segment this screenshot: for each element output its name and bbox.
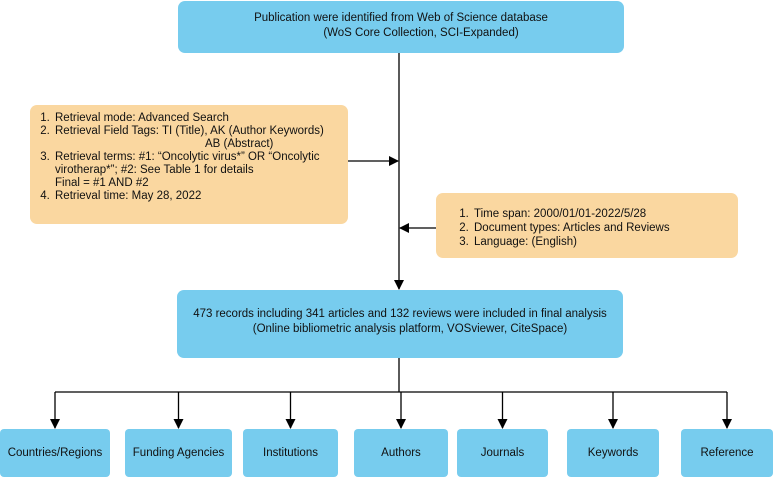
- search-strategy-item: Retrieval time: May 28, 2022: [53, 190, 348, 203]
- output-funding-agencies: Funding Agencies: [125, 429, 232, 477]
- filter-item: Document types: Articles and Reviews: [472, 221, 738, 235]
- search-strategy-continuation: Final = #1 AND #2: [55, 177, 149, 189]
- analysis-line-2: (Online bibliometric analysis platform, …: [252, 323, 568, 335]
- search-strategy-item-text: Retrieval mode: Advanced Search: [55, 112, 229, 124]
- filters-list: Time span: 2000/01/01-2022/5/28Document …: [454, 207, 738, 249]
- search-strategy-item-text: Retrieval Field Tags: TI (Title), AK (Au…: [55, 125, 324, 137]
- output-keywords: Keywords: [567, 429, 659, 477]
- output-journals: Journals: [457, 429, 548, 477]
- source-line-1: Publication were identified from Web of …: [254, 12, 548, 24]
- output-authors: Authors: [354, 429, 448, 477]
- source-line-2: (WoS Core Collection, SCI-Expanded): [323, 27, 519, 39]
- search-strategy-item: Retrieval mode: Advanced Search: [53, 112, 348, 125]
- filters-box: Time span: 2000/01/01-2022/5/28Document …: [436, 193, 738, 258]
- filter-item: Time span: 2000/01/01-2022/5/28: [472, 207, 738, 221]
- final-analysis-box: 473 records including 341 articles and 1…: [177, 290, 623, 358]
- search-strategy-item-text: Retrieval terms: #1: “Oncolytic virus*” …: [55, 151, 320, 163]
- source-database-box: Publication were identified from Web of …: [178, 1, 624, 53]
- search-strategy-item: Retrieval terms: #1: “Oncolytic virus*” …: [53, 151, 348, 190]
- output-countries-regions: Countries/Regions: [0, 429, 110, 477]
- search-strategy-continuation: virotherap*”; #2: See Table 1 for detail…: [55, 164, 254, 176]
- output-reference: Reference: [681, 429, 773, 477]
- search-strategy-item: Retrieval Field Tags: TI (Title), AK (Au…: [53, 125, 348, 151]
- analysis-line-1: 473 records including 341 articles and 1…: [193, 308, 607, 320]
- output-institutions: Institutions: [243, 429, 338, 477]
- filter-item: Language: (English): [472, 235, 738, 249]
- search-strategy-continuation: AB (Abstract): [205, 138, 274, 150]
- search-strategy-item-text: Retrieval time: May 28, 2022: [55, 190, 202, 202]
- search-strategy-list: Retrieval mode: Advanced SearchRetrieval…: [35, 112, 348, 203]
- search-strategy-box: Retrieval mode: Advanced SearchRetrieval…: [30, 105, 348, 224]
